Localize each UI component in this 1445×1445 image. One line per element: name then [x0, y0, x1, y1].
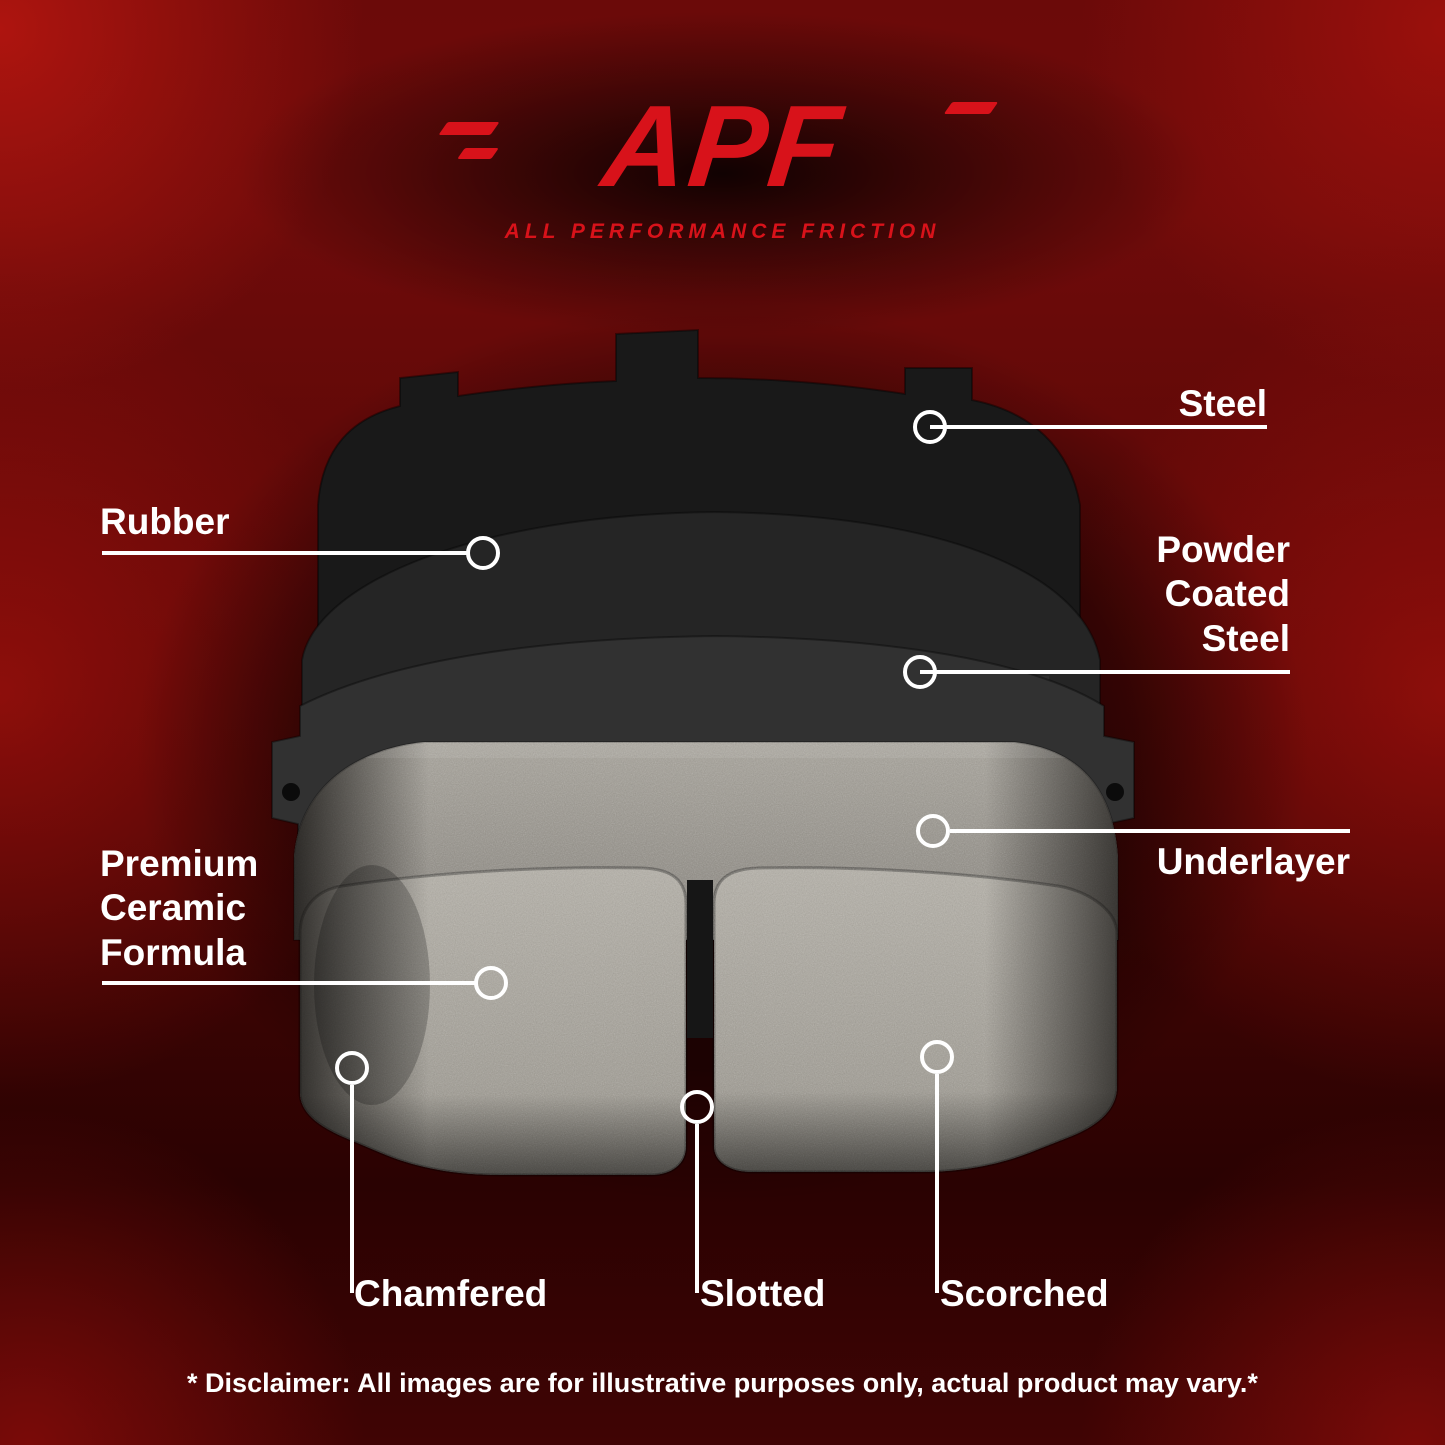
callout-premium-ceramic-formula-line: [102, 981, 476, 985]
speed-line-icon: [944, 102, 999, 114]
brand-name: APF: [596, 81, 849, 211]
callout-powder-coated-steel-label: Powder Coated Steel: [1156, 529, 1290, 659]
speed-line-icon: [438, 122, 500, 135]
callout-scorched-marker: [920, 1040, 954, 1074]
backplate-layer: [271, 634, 1135, 849]
callout-rubber-marker: [466, 536, 500, 570]
callout-underlayer-label: Underlayer: [1156, 841, 1350, 882]
speed-line-icon: [456, 148, 499, 159]
callout-chamfered-marker: [335, 1051, 369, 1085]
callout-underlayer-marker: [916, 814, 950, 848]
callout-steel-label: Steel: [1178, 383, 1267, 424]
brand-tagline: ALL PERFORMANCE FRICTION: [504, 220, 941, 243]
brand-logo: APF ALL PERFORMANCE FRICTION: [0, 81, 1445, 244]
callout-chamfered-line: [350, 1085, 354, 1293]
callout-rubber-label: Rubber: [100, 501, 230, 542]
callout-steel-marker: [913, 410, 947, 444]
callout-powder-coated-steel-line: [920, 670, 1290, 674]
callout-rubber-line: [102, 551, 468, 555]
ceramic-block: [293, 741, 1119, 1177]
callout-slotted-label: Slotted: [700, 1273, 826, 1314]
callout-scorched-line: [935, 1074, 939, 1293]
callout-steel-line: [930, 425, 1267, 429]
callout-powder-coated-steel-marker: [903, 655, 937, 689]
callout-slotted-marker: [680, 1090, 714, 1124]
disclaimer-text: * Disclaimer: All images are for illustr…: [187, 1368, 1258, 1398]
callout-underlayer-line: [950, 829, 1350, 833]
callout-slotted-line: [695, 1124, 699, 1293]
rubber-shim-layer: [301, 510, 1101, 761]
callout-premium-ceramic-formula-label: Premium Ceramic Formula: [100, 843, 259, 973]
callout-premium-ceramic-formula-marker: [474, 966, 508, 1000]
callout-scorched-label: Scorched: [940, 1273, 1109, 1314]
steel-shim-layer: [317, 328, 1081, 681]
callout-chamfered-label: Chamfered: [354, 1273, 548, 1314]
